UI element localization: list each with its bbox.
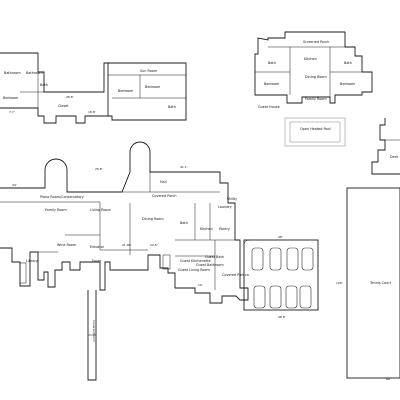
room-label-covered-porch-south: Covered Porch [92,320,96,342]
room-label-piano-room: Piano Room/Conservatory [40,195,84,199]
dimension-label: 22.5' [150,243,158,247]
detached-structure-outline [371,118,400,175]
room-label-dining-room-main: Dining Room [142,217,164,221]
room-label-closet: Closet [58,104,69,108]
dimension-label: 48' [278,235,283,239]
dimension-label: 48.8' [278,315,286,319]
room-label-hall: Hall [160,180,167,184]
room-label-bath: Bath [40,83,48,87]
sun-room-outline [108,62,187,121]
dimension-label: 18.8' [88,110,96,114]
pool-label: Open Heated Pool [300,127,331,131]
dimension-label: 60' [386,377,391,381]
room-label-screened-porch: Screened Porch [303,40,329,44]
south-walkway-outline [87,290,97,381]
room-label-bedroom-2: Bedroom [145,85,161,89]
room-label-bath-main: Bath [180,221,188,225]
garage-outline [243,239,319,311]
pool-outline [284,117,346,147]
room-label-dining-room: Dining Room [305,75,327,79]
dimension-label: 28.8' [66,95,74,99]
dimension-label: 21.08' [122,243,132,247]
dimension-label: 25.8' [95,167,103,171]
room-label-utility: Utility [227,197,237,201]
tennis-court-outline [346,187,400,379]
room-label-covered-porch: Covered Porch [152,194,177,198]
room-label-sun-room: Sun Room [140,69,158,73]
garage-cars [251,247,314,309]
main-house-outline [0,141,249,304]
room-label-bath-guest: Bath [268,61,276,65]
room-label-guest-bath: Guest Bath [205,255,224,259]
room-label-library: Library [26,259,38,263]
room-label-wine-room: Wine Room [57,243,77,247]
room-label-deck: Deck [390,155,399,159]
dimension-label: 128' [336,281,343,285]
bedroom-wing-outline [0,52,109,124]
room-label-bathroom-2: Bathroom [26,71,43,75]
room-label-bathroom-1: Bathroom [4,71,21,75]
room-label-guest-living-room: Guest Living Room [178,268,211,272]
room-label-bedroom-guest-2: Bedroom [340,82,356,86]
portico-outline [19,254,171,284]
room-label-kitchen: Kitchen [304,57,317,61]
room-label-foyer: Foyer [92,259,102,263]
room-label-guest-kitchenette: Guest Kitchenette [180,259,211,263]
room-label-living-room: Living Room [90,208,112,212]
dimension-label: 41.1' [180,165,188,169]
guest-house-outline [254,31,373,104]
room-label-guest-house: Guest House [258,105,280,109]
room-label-bedroom-left: Bedroom [3,96,19,100]
room-label-bedroom-guest: Bedroom [264,82,280,86]
dimension-label: 10' [198,283,203,287]
room-label-pantry: Pantry [219,227,230,231]
room-label-kitchen-main: Kitchen [200,227,213,231]
tennis-court-label: Tennis Court [369,281,392,285]
room-label-guest-bathroom: Guest Bathroom [196,263,224,267]
dimension-label: 44' [12,183,17,187]
room-label-covered-portico: Covered Portico [222,273,249,277]
room-label-family-room: Family Room [305,97,327,101]
room-label-bedroom-sun: Bedroom [118,89,134,93]
room-label-family-room-main: Family Room [45,208,67,212]
room-label-elevator: Elevator [90,245,105,249]
room-label-bath-guest-2: Bath [344,61,352,65]
room-label-laundry: Laundry [218,205,232,209]
room-label-bath-sun: Bath [168,105,176,109]
dimension-label: 7.7' [9,110,15,114]
